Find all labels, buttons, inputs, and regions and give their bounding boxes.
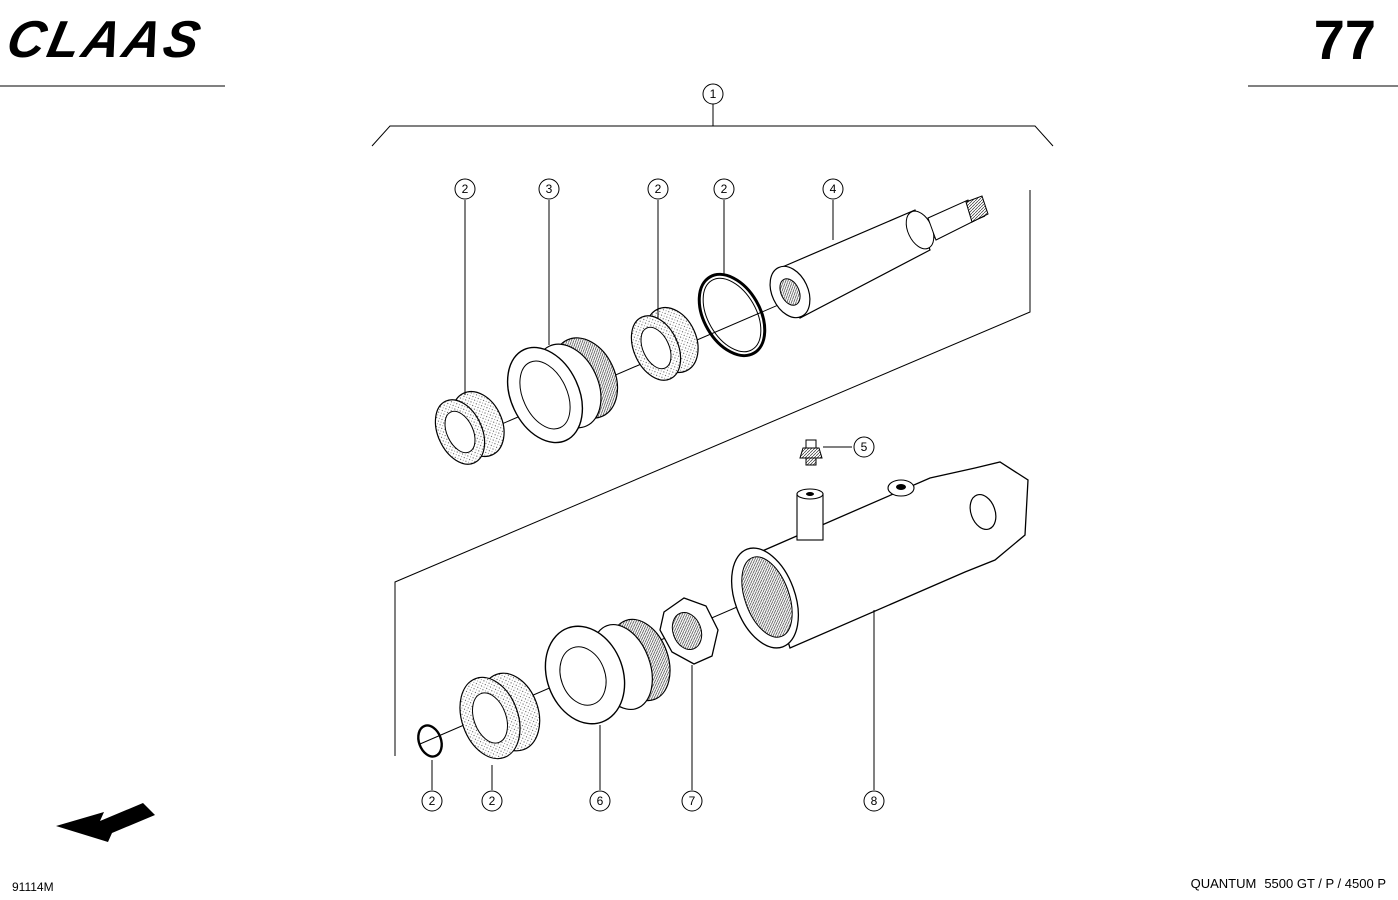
grease-nipple [799, 439, 823, 466]
svg-text:2: 2 [429, 794, 436, 808]
assembly-frame [394, 190, 1031, 756]
assembly-bracket [371, 125, 1054, 147]
lower-small-o-ring [417, 724, 443, 758]
arrow-down-left-icon [56, 803, 155, 842]
hex-nut [659, 597, 719, 665]
drawing-code: 91114M [12, 880, 54, 894]
svg-text:8: 8 [871, 794, 878, 808]
svg-text:2: 2 [721, 182, 728, 196]
svg-text:7: 7 [689, 794, 696, 808]
upper-o-ring [697, 272, 767, 358]
piston-rod [769, 195, 989, 319]
svg-text:1: 1 [710, 87, 717, 101]
svg-text:6: 6 [597, 794, 604, 808]
callout-upper-wiper: 2 [454, 178, 476, 200]
callout-upper-oring: 2 [713, 178, 735, 200]
svg-text:2: 2 [655, 182, 662, 196]
callout-guide-bush: 3 [538, 178, 560, 200]
svg-text:2: 2 [489, 794, 496, 808]
leader-lines [431, 200, 875, 790]
callout-grease-nipple: 5 [853, 436, 875, 458]
cylinder-tube [731, 461, 1029, 649]
callout-lower-seal: 2 [481, 790, 503, 812]
callout-upper-seal: 2 [647, 178, 669, 200]
lower-seal-ring [459, 672, 541, 760]
callout-nut: 7 [681, 790, 703, 812]
callout-piston: 6 [589, 790, 611, 812]
callout-cylinder-tube: 8 [863, 790, 885, 812]
callout-assembly: 1 [702, 83, 724, 105]
model-designation: QUANTUM 5500 GT / P / 4500 P [1183, 876, 1386, 891]
piston [544, 618, 671, 725]
svg-text:4: 4 [830, 182, 837, 196]
svg-text:3: 3 [546, 182, 553, 196]
upper-wiper-ring [434, 390, 505, 465]
guide-bush [506, 337, 619, 444]
svg-text:2: 2 [462, 182, 469, 196]
model-variants: 5500 GT / P / 4500 P [1264, 876, 1386, 891]
callout-lower-small-oring: 2 [421, 790, 443, 812]
model-name: QUANTUM [1190, 876, 1257, 891]
svg-text:5: 5 [861, 440, 868, 454]
page-number: 77 [1313, 8, 1376, 71]
upper-seal-ring [630, 306, 699, 381]
callout-piston-rod: 4 [822, 178, 844, 200]
